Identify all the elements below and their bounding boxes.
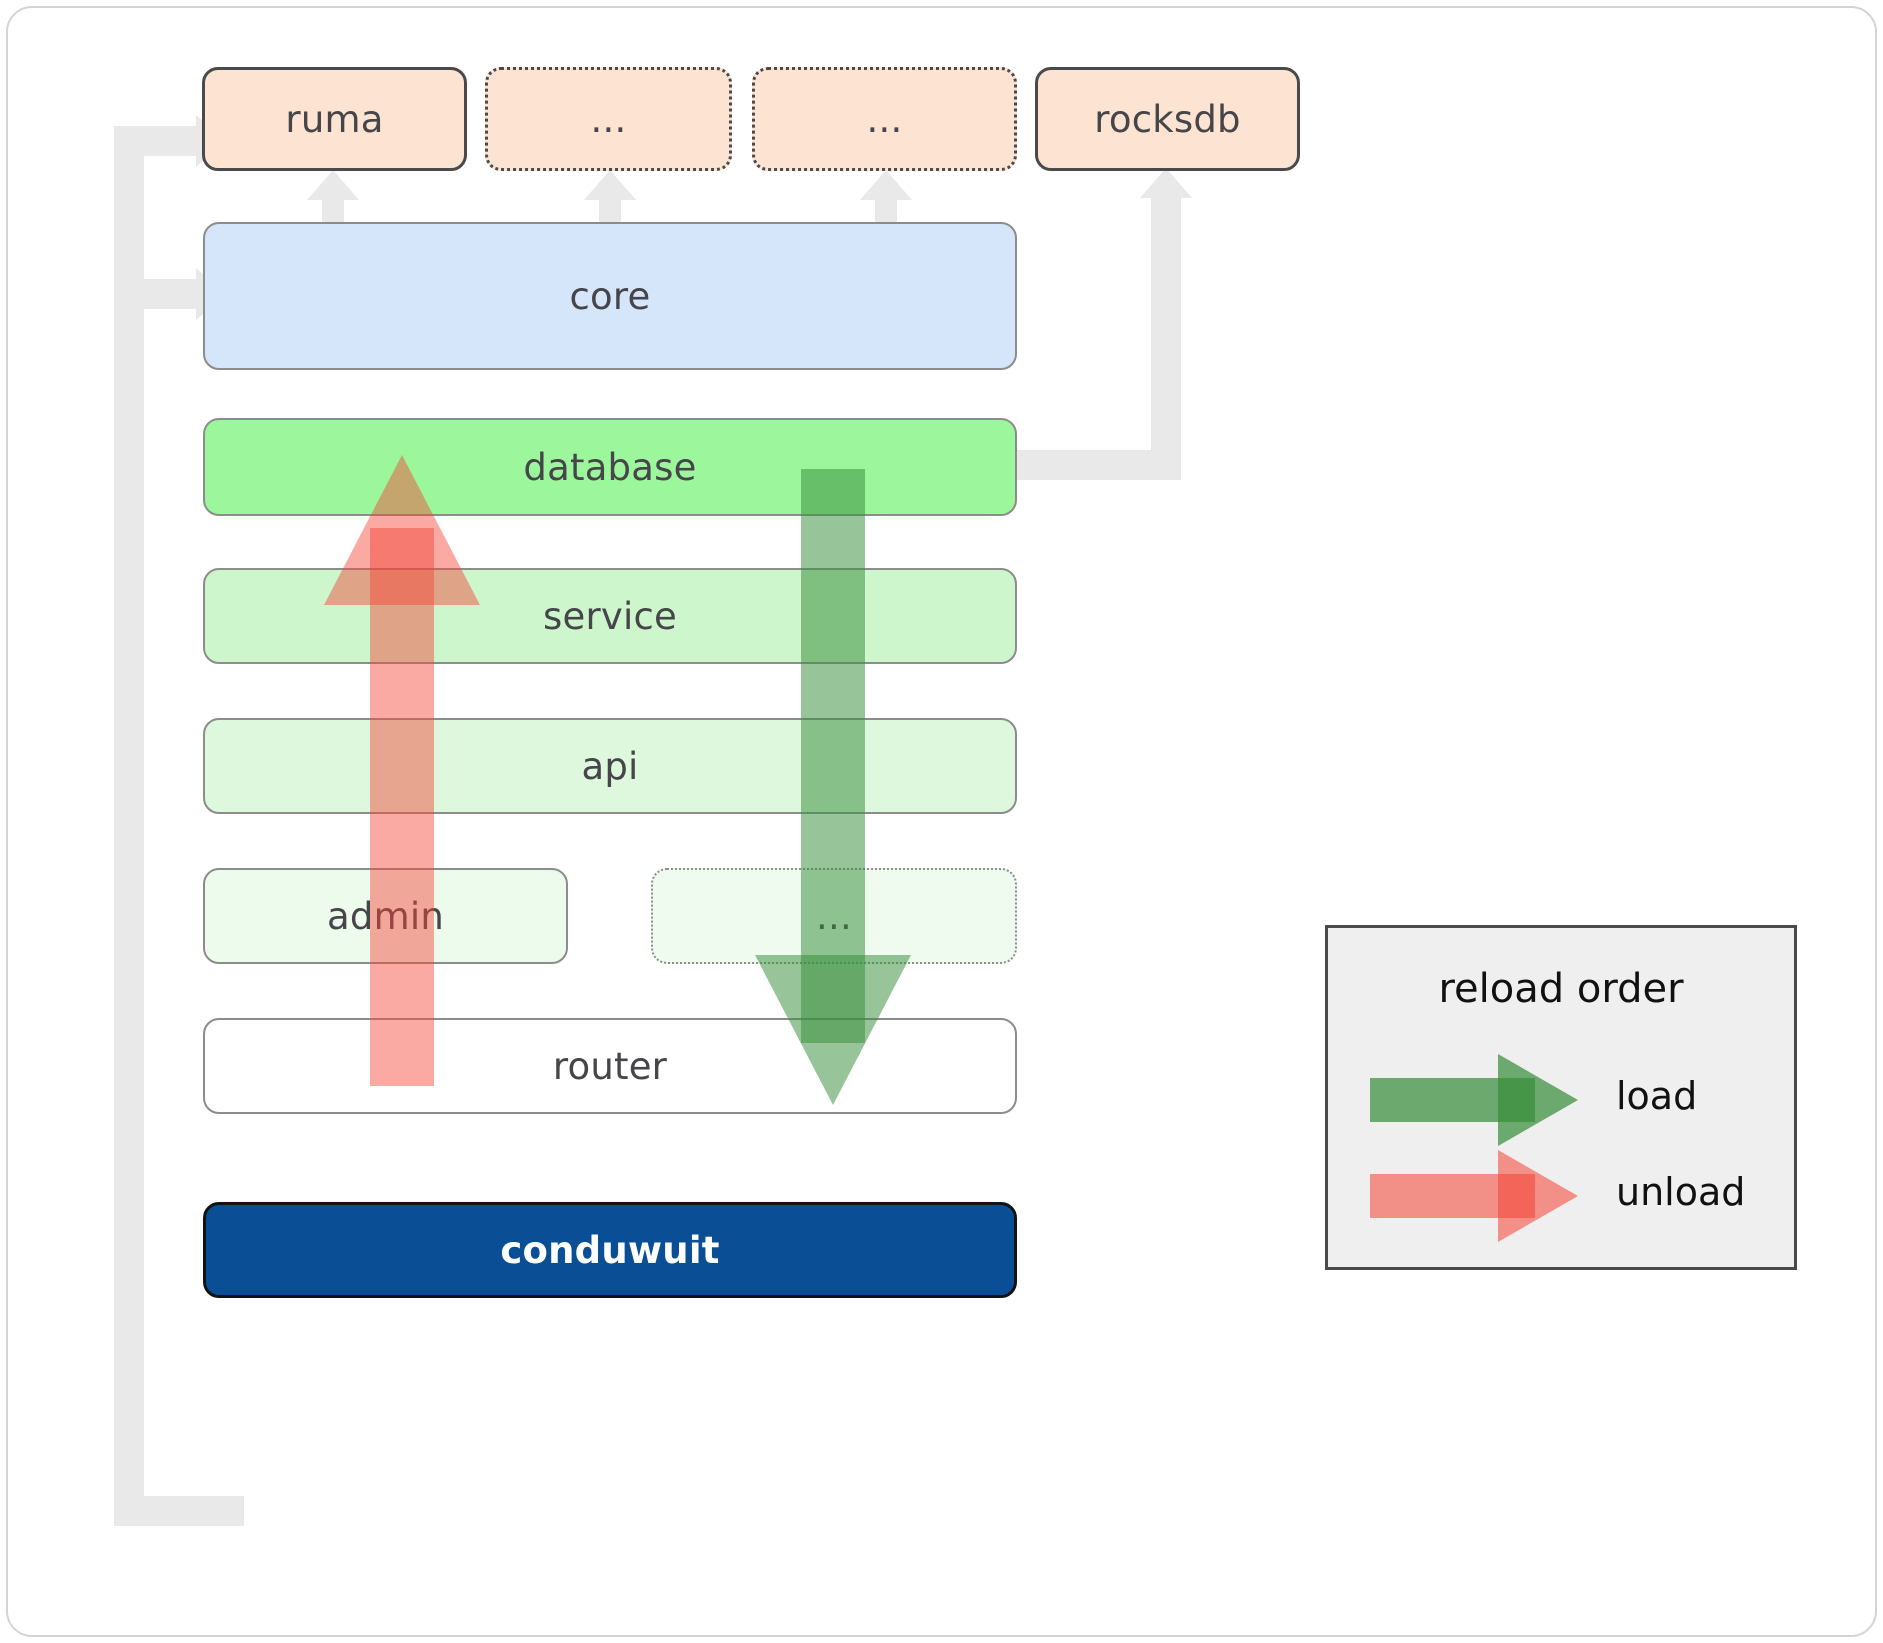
connector-core-to-dep2-shaft: [599, 196, 621, 226]
legend-row-load: load: [1328, 1054, 1800, 1146]
crate-box-conduwuit[interactable]: conduwuit: [203, 1202, 1017, 1298]
legend-row-unload: unload: [1328, 1150, 1800, 1242]
layer-label: router: [552, 1044, 668, 1088]
layer-label: service: [543, 594, 677, 638]
crate-box-admin[interactable]: admin: [203, 868, 568, 964]
dependency-box-ruma[interactable]: ruma: [202, 67, 467, 171]
dependency-label: ruma: [285, 97, 384, 141]
layer-label: ...: [816, 894, 852, 938]
dependency-box-ellipsis-2[interactable]: ...: [752, 67, 1017, 171]
crate-box-core[interactable]: core: [203, 222, 1017, 370]
legend-unload-label: unload: [1616, 1170, 1746, 1214]
crate-box-ellipsis[interactable]: ...: [651, 868, 1017, 964]
connector-branch-to-core: [114, 279, 204, 309]
connector-core-to-dep3-shaft: [875, 196, 897, 226]
connector-core-to-dep3-head: [860, 170, 912, 200]
connector-core-to-ruma-head: [307, 170, 359, 200]
legend-panel: reload order load unload: [1325, 925, 1797, 1270]
dependency-label: ...: [590, 97, 627, 141]
legend-load-label: load: [1616, 1074, 1698, 1118]
crate-box-database[interactable]: database: [203, 418, 1017, 516]
dependency-box-ellipsis-1[interactable]: ...: [485, 67, 732, 171]
legend-load-head: [1498, 1054, 1578, 1146]
layer-label: admin: [327, 894, 444, 938]
crate-box-service[interactable]: service: [203, 568, 1017, 664]
crate-box-router[interactable]: router: [203, 1018, 1017, 1114]
connector-trunk-to-conduwuit: [114, 1496, 244, 1526]
crate-box-api[interactable]: api: [203, 718, 1017, 814]
layer-label: database: [523, 445, 697, 489]
connector-trunk-vertical: [114, 126, 144, 1526]
connector-database-to-rocksdb-vertical: [1151, 196, 1181, 466]
legend-title: reload order: [1438, 966, 1684, 1012]
connector-arrowhead-rocksdb: [1140, 168, 1192, 198]
legend-unload-head: [1498, 1150, 1578, 1242]
dependency-label: rocksdb: [1094, 97, 1241, 141]
core-label: core: [569, 274, 651, 318]
layer-label: api: [581, 744, 639, 788]
conduwuit-label: conduwuit: [500, 1228, 720, 1272]
connector-branch-to-ruma: [114, 126, 204, 156]
connector-core-to-ruma-shaft: [322, 196, 344, 226]
dependency-label: ...: [866, 97, 903, 141]
dependency-box-rocksdb[interactable]: rocksdb: [1035, 67, 1300, 171]
connector-core-to-dep2-head: [584, 170, 636, 200]
